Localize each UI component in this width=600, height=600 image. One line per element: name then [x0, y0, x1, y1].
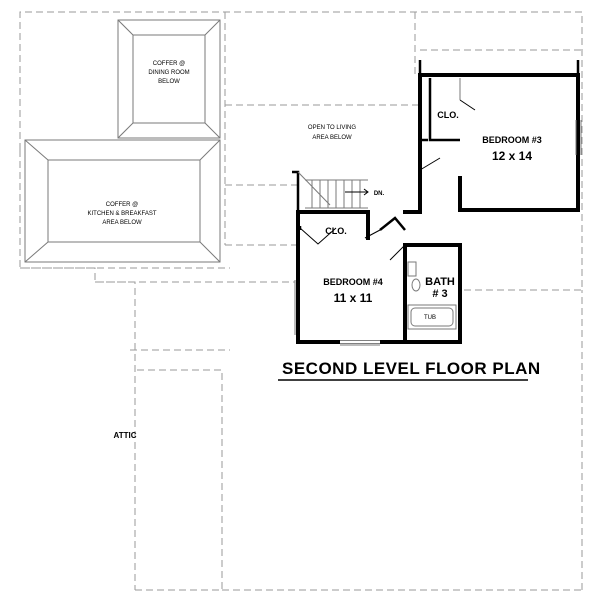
- coffer-kitchen: [24, 139, 221, 263]
- bedroom-4-closet-label: CLO.: [325, 226, 347, 236]
- coffer-dining-label-2: DINING ROOM: [148, 70, 189, 76]
- coffer-dining: [117, 19, 221, 139]
- bedroom-4-walls: [294, 183, 462, 346]
- open-living-label-2: AREA BELOW: [312, 135, 352, 141]
- coffer-kitchen-label-3: AREA BELOW: [102, 220, 142, 226]
- coffer-kitchen-label-1: COFFER @: [106, 202, 138, 208]
- open-living-label-1: OPEN TO LIVING: [308, 125, 356, 131]
- coffer-dining-label-3: BELOW: [158, 79, 180, 85]
- coffer-kitchen-label-2: KITCHEN & BREAKFAST: [87, 211, 156, 217]
- plan-title: SECOND LEVEL FLOOR PLAN: [282, 359, 541, 378]
- roof-outline: [19, 11, 583, 591]
- bath-fixtures: [407, 261, 457, 330]
- stair: [292, 170, 369, 210]
- tub-label: TUB: [424, 315, 436, 321]
- bedroom-3-name: BEDROOM #3: [482, 135, 542, 145]
- bath-3-number: # 3: [432, 288, 447, 300]
- bedroom-3-closet-label: CLO.: [437, 110, 459, 120]
- bath-3-name: BATH: [425, 276, 455, 288]
- bedroom-4-name: BEDROOM #4: [323, 277, 383, 287]
- bedroom-3-walls: [418, 60, 582, 212]
- coffer-dining-label-1: COFFER @: [153, 61, 185, 67]
- bedroom-3-size: 12 x 14: [492, 149, 532, 163]
- stair-down-label: DN.: [374, 191, 385, 197]
- attic-label: ATTIC: [114, 431, 137, 440]
- bedroom-4-size: 11 x 11: [334, 291, 373, 305]
